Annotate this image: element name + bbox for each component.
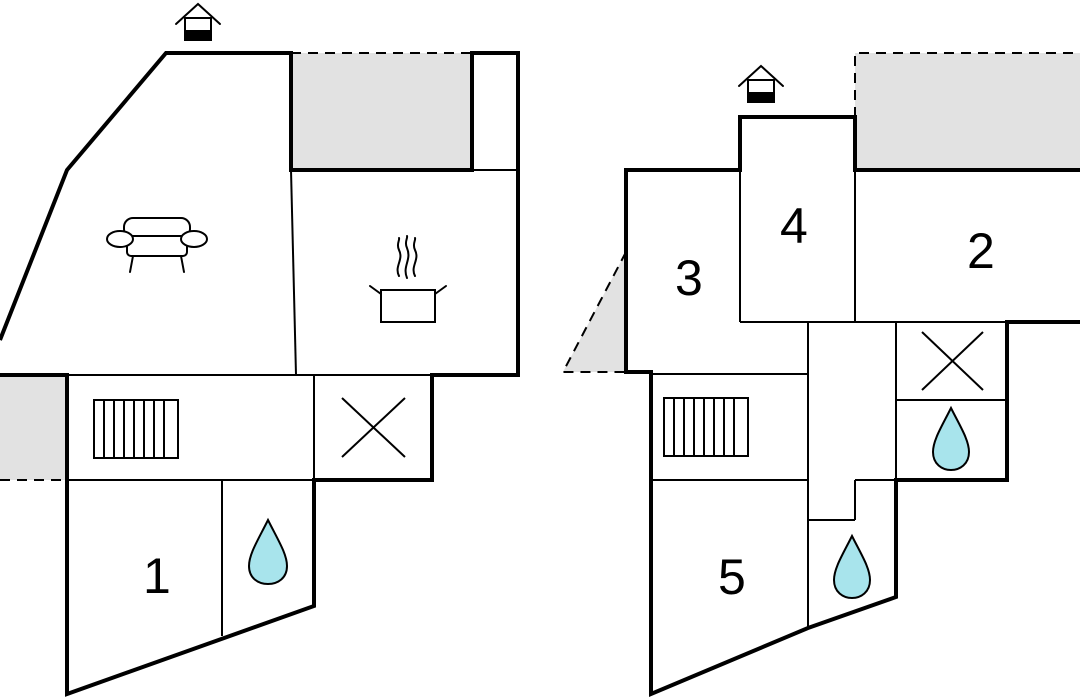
room-2-label: 2	[967, 223, 995, 279]
cross-icon	[341, 397, 406, 458]
water-drop-icon	[931, 405, 971, 472]
floor-left: 1	[0, 2, 520, 697]
stairs-icon	[93, 399, 179, 459]
terrace-left-side	[0, 375, 67, 480]
entrance-icon	[175, 2, 221, 41]
wall-living-kitchen	[290, 169, 297, 376]
outer-wall-left	[0, 51, 520, 697]
cross-icon	[921, 331, 984, 391]
room-1-label: 1	[143, 548, 171, 604]
terrace-left-top	[291, 53, 472, 170]
entrance-icon	[738, 64, 784, 103]
outer-wall-right	[624, 115, 1080, 698]
terrace-right-side	[563, 252, 626, 372]
terrace-right-top-dashed-edge	[854, 52, 1080, 117]
water-drop-icon	[832, 533, 872, 600]
cooking-pot-icon	[369, 235, 447, 323]
terrace-right-side-dashed-edge	[561, 251, 627, 373]
room-5-label: 5	[718, 549, 746, 605]
sofa-icon	[106, 217, 208, 273]
terrace-right-top	[855, 53, 1080, 170]
room-4-label: 4	[780, 198, 808, 254]
water-drop-icon	[247, 517, 289, 586]
room-3-label: 3	[675, 250, 703, 306]
floor-right: 2 3 4 5	[561, 52, 1080, 698]
stairs-icon	[663, 397, 749, 457]
